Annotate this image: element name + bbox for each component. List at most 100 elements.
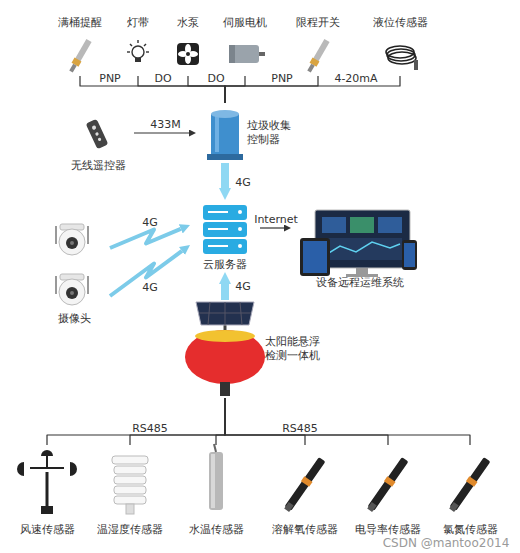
controller-icon — [207, 110, 243, 160]
dashboard-icon-part — [350, 217, 374, 233]
signal-label: PNP — [271, 72, 293, 85]
node-label: 限程开关 — [296, 16, 340, 30]
sensor-node: 电导率传感器 — [350, 445, 426, 537]
anemometer-icon — [17, 450, 77, 514]
edge-label: 4G — [142, 280, 158, 293]
node-label: 水泵 — [177, 16, 199, 30]
device-icon: 限程开关 — [290, 16, 346, 76]
probe-icon — [68, 38, 93, 73]
remote-node: 无线遥控器 — [62, 118, 134, 173]
probe-icon-part — [211, 454, 215, 508]
node-label: 满桶提醒 — [58, 16, 102, 30]
shield-icon-part — [126, 504, 134, 514]
pump-icon-part — [177, 43, 199, 65]
probe-icon — [209, 444, 223, 510]
device-icon: 伺服电机 — [217, 16, 273, 76]
camera-icon-part — [70, 291, 74, 295]
node-label: 液位传感器 — [373, 16, 428, 30]
dashboard-icon-part — [324, 242, 400, 256]
probe-icon-part — [449, 502, 459, 512]
server-icon-part — [203, 222, 247, 237]
anemometer-icon-part — [41, 506, 53, 514]
anemometer-icon-part — [46, 456, 48, 468]
probe-icon-part — [284, 502, 294, 512]
bulb-icon-part — [146, 51, 149, 52]
camera-icon-part — [55, 276, 57, 294]
node-label: 电导率传感器 — [355, 523, 421, 537]
node-label: 云服务器 — [203, 258, 247, 272]
buoy-icon — [185, 302, 265, 396]
server-icon-part — [238, 244, 242, 248]
remote-icon-part — [91, 125, 96, 130]
probe-icon — [283, 457, 327, 514]
shield-icon — [112, 456, 148, 514]
controller-icon-part — [207, 154, 243, 160]
server-icon-part — [208, 211, 228, 213]
camera-icon — [56, 224, 88, 255]
controller-node: 垃圾收集 控制器 — [197, 103, 322, 163]
shield-icon-part — [114, 466, 146, 474]
bulb-icon-part — [137, 40, 138, 43]
motor-icon-part — [229, 45, 259, 63]
arrow-connector — [221, 163, 229, 188]
node-label: 溶解氧传感器 — [272, 523, 338, 537]
bulb-icon — [127, 40, 149, 62]
bulb-icon-part — [130, 44, 132, 46]
signal-label: DO — [207, 72, 224, 85]
probe-icon-part — [368, 457, 409, 511]
shield-icon-part — [114, 476, 146, 484]
node-label: 风速传感器 — [20, 523, 75, 537]
bus-wire — [47, 398, 225, 445]
controller-icon-part — [215, 116, 219, 152]
probe-icon — [448, 457, 492, 514]
node-label: 设备远程运维系统 — [316, 276, 404, 290]
camera-icon-part — [55, 226, 57, 244]
anemometer-icon-part — [41, 450, 53, 456]
camera-icon-part — [87, 226, 89, 244]
anemometer-icon-part — [17, 462, 24, 476]
bulb-icon-part — [127, 51, 130, 52]
probe-icon-part — [301, 476, 313, 487]
shield-icon-part — [114, 486, 146, 494]
probe-icon-part — [367, 502, 377, 512]
probe-icon-part — [69, 64, 76, 73]
device-icon: 液位传感器 — [365, 16, 435, 76]
signal-label: RS485 — [132, 422, 168, 435]
connector-layer-part — [47, 76, 470, 445]
edge-label: 433M — [150, 118, 181, 131]
server-icon-part — [208, 245, 228, 247]
buoy-icon-part — [185, 330, 265, 384]
camera-icon-part — [59, 279, 85, 305]
bus-wire — [225, 398, 388, 445]
level-sensor-icon-part — [388, 52, 416, 64]
buoy-icon-part — [195, 330, 255, 342]
bus-wire — [225, 398, 470, 445]
node-label: 太阳能悬浮 检测一体机 — [265, 335, 325, 363]
probe-icon — [366, 457, 410, 514]
server-icon-part — [208, 228, 228, 230]
server-icon-part — [238, 210, 242, 214]
probe-icon-part — [450, 457, 491, 511]
signal-label: DO — [154, 72, 171, 85]
dashboard-icon-part — [322, 217, 346, 233]
controller-icon-part — [211, 110, 239, 118]
camera-node: 摄像头 — [38, 218, 110, 326]
bus-wire — [225, 76, 245, 103]
probe-icon-part — [214, 444, 216, 452]
camera-icon-part — [66, 237, 78, 249]
node-label: 伺服电机 — [223, 16, 267, 30]
sensor-node: 风速传感器 — [9, 445, 85, 537]
arrow-connector — [260, 227, 284, 228]
bus-wire — [216, 398, 225, 445]
probe-icon-part — [285, 457, 326, 511]
camera-icon-part — [66, 287, 78, 299]
dashboard-icon-part — [402, 240, 417, 270]
camera-icon-part — [70, 241, 74, 245]
shield-icon-part — [114, 496, 146, 504]
camera-icon-part — [87, 276, 89, 294]
sensor-node: 溶解氧传感器 — [267, 445, 343, 537]
dashboard-icon — [300, 210, 417, 277]
arrow-connector — [110, 251, 182, 296]
buoy-icon-part — [220, 382, 230, 396]
